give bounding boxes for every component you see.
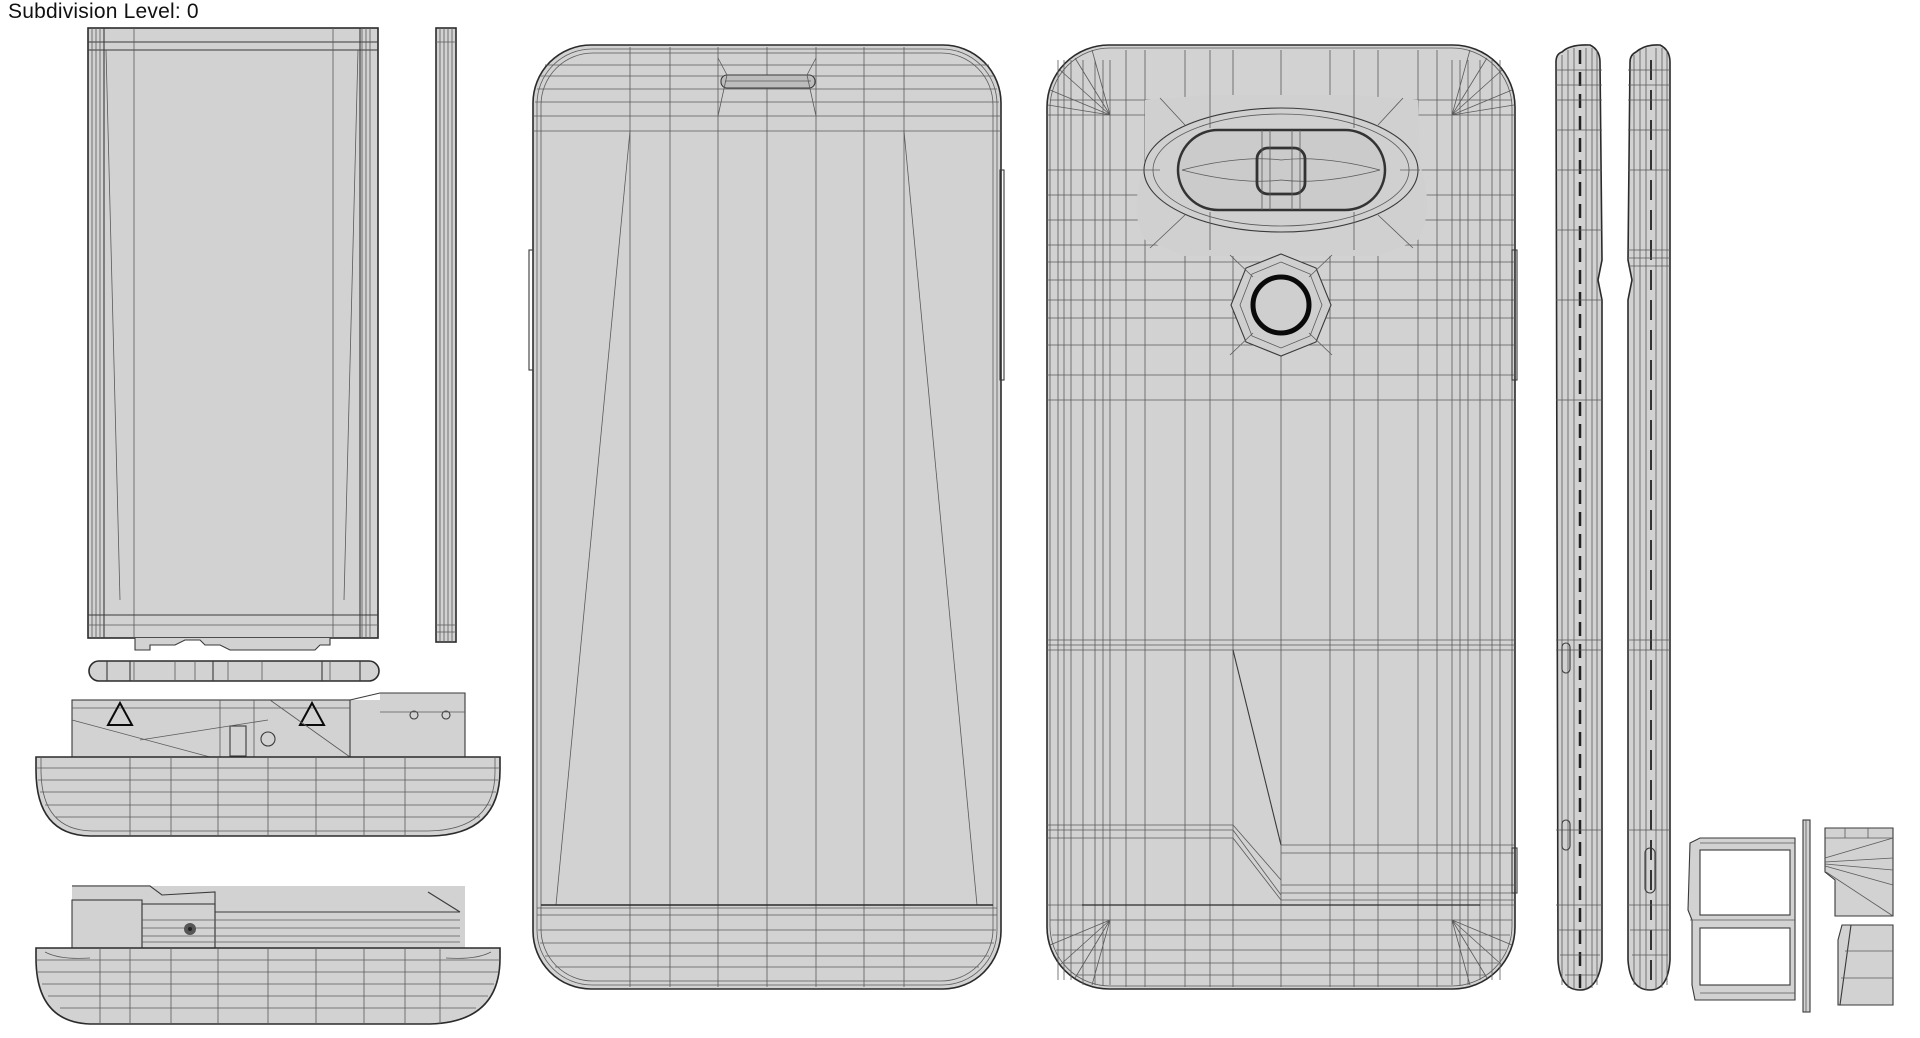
bottom-module-2[interactable] xyxy=(35,885,501,1025)
bottom-module-1[interactable] xyxy=(35,692,501,837)
sim-tray-parts[interactable] xyxy=(1824,827,1894,1006)
bottom-bar[interactable] xyxy=(88,660,380,682)
side-profile-right[interactable] xyxy=(1627,44,1671,991)
subdivision-level-label: Subdivision Level: 0 xyxy=(8,0,199,23)
back-view[interactable] xyxy=(1046,44,1518,990)
side-strip[interactable] xyxy=(435,27,457,643)
top-view-panel[interactable] xyxy=(87,27,379,651)
side-profile-left[interactable] xyxy=(1555,44,1603,991)
sim-tray[interactable] xyxy=(1687,819,1811,1013)
front-view[interactable] xyxy=(528,44,1005,990)
